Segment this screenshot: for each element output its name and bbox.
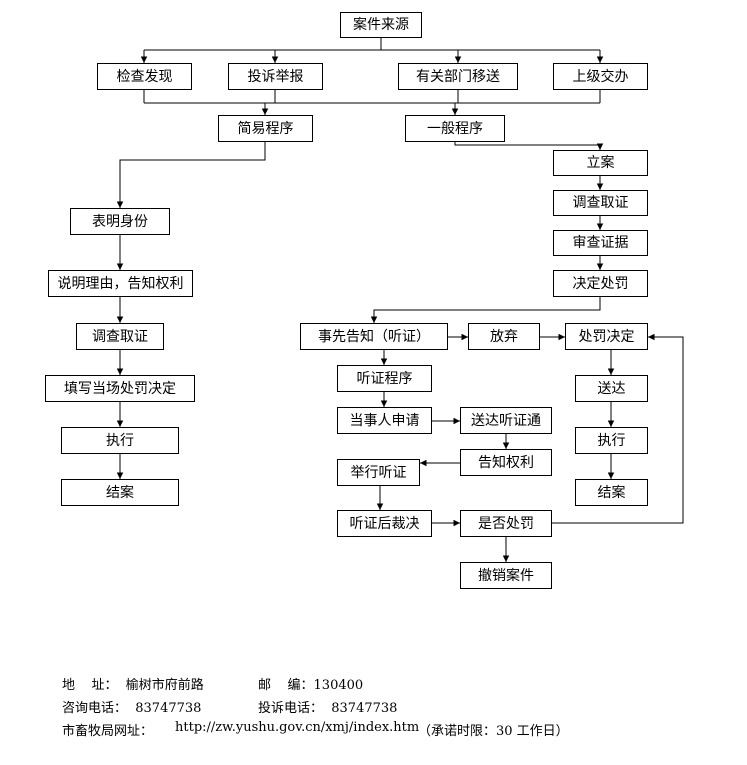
node-serve-hearing-notice: 送达听证通 — [460, 407, 552, 434]
node-serve: 送达 — [575, 375, 648, 402]
node-waive: 放弃 — [468, 323, 540, 350]
node-prior-notice-hearing: 事先告知（听证） — [300, 323, 448, 350]
node-superior-assignment: 上级交办 — [553, 63, 648, 90]
node-fill-onsite-penalty: 填写当场处罚决定 — [45, 375, 195, 402]
node-investigate-simple: 调查取证 — [76, 323, 164, 350]
node-whether-penalize: 是否处罚 — [460, 510, 552, 537]
connector-lines — [116, 38, 684, 562]
node-complaint-report: 投诉举报 — [228, 63, 323, 90]
node-withdraw-case: 撤销案件 — [460, 562, 552, 589]
node-close-general: 结案 — [575, 479, 648, 506]
node-case-source: 案件来源 — [340, 12, 422, 38]
consult-phone: 咨询电话： 83747738 — [62, 701, 202, 716]
website-url: http://zw.yushu.gov.cn/xmj/index.htm — [175, 720, 420, 735]
node-show-identity: 表明身份 — [70, 208, 170, 235]
node-execute-simple: 执行 — [61, 427, 179, 454]
node-investigate-general: 调查取证 — [553, 190, 648, 216]
node-department-transfer: 有关部门移送 — [398, 63, 518, 90]
node-inspection-discovery: 检查发现 — [97, 63, 192, 90]
node-review-evidence: 审查证据 — [553, 230, 648, 256]
node-hold-hearing: 举行听证 — [337, 459, 420, 486]
node-inform-rights: 告知权利 — [460, 449, 552, 476]
address-line: 地 址： 榆树市府前路 — [62, 678, 204, 693]
promise-time: （承诺时限：30 工作日） — [418, 724, 569, 739]
node-simple-procedure: 简易程序 — [218, 115, 313, 142]
node-execute-general: 执行 — [575, 427, 648, 454]
postal-code: 邮 编：130400 — [258, 678, 364, 693]
node-explain-inform-rights: 说明理由，告知权利 — [48, 270, 193, 297]
node-close-simple: 结案 — [61, 479, 179, 506]
node-decide-penalty: 决定处罚 — [553, 270, 648, 297]
node-hearing-procedure: 听证程序 — [337, 365, 432, 392]
node-post-hearing-ruling: 听证后裁决 — [337, 510, 432, 537]
complaint-phone: 投诉电话： 83747738 — [258, 701, 398, 716]
node-penalty-decision: 处罚决定 — [565, 323, 648, 350]
node-party-application: 当事人申请 — [337, 407, 432, 434]
website-label: 市畜牧局网址： — [62, 724, 154, 739]
node-general-procedure: 一般程序 — [405, 115, 505, 142]
node-file-case: 立案 — [553, 150, 648, 176]
